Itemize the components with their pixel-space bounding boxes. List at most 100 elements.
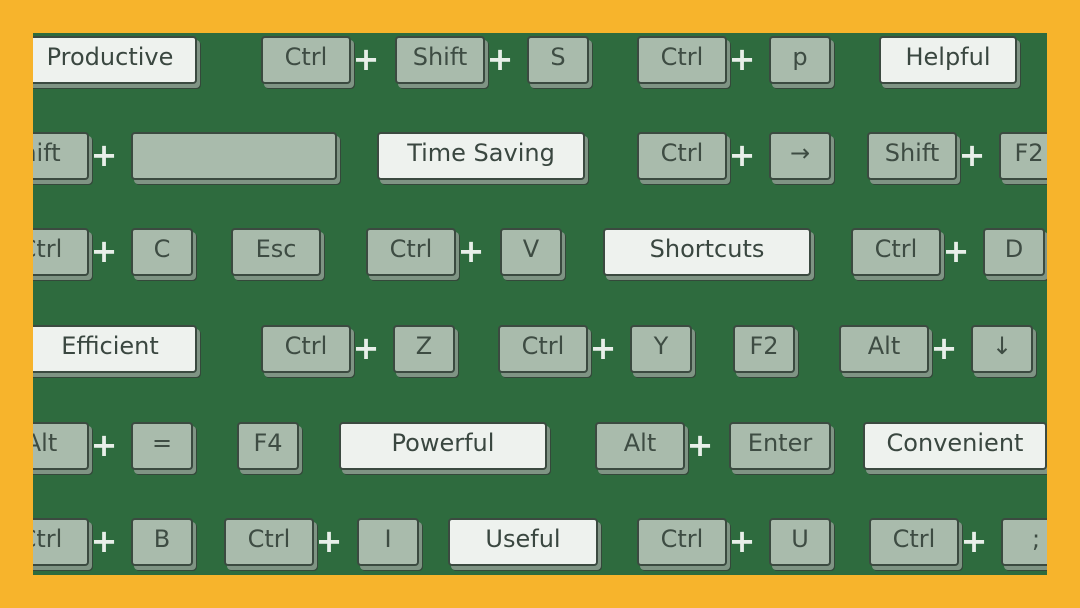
key-label: Y [653, 332, 669, 360]
key-shift: Shift [395, 36, 485, 84]
plus-sign: + [727, 522, 757, 560]
key-z: Z [393, 325, 455, 373]
key-label: F2 [1014, 139, 1044, 167]
plus-sign: + [351, 40, 381, 78]
key-v: V [500, 228, 562, 276]
plus-sign: + [959, 522, 989, 560]
key-label: I [384, 525, 392, 553]
key-symbol: ↓ [971, 325, 1033, 373]
key-label: Alt [33, 429, 58, 457]
key-symbol: = [131, 422, 193, 470]
key-label: hift [33, 139, 61, 167]
plus-label: + [90, 426, 118, 464]
key-ctrl: Ctrl [33, 518, 89, 566]
plus-label: + [315, 522, 343, 560]
key-label: Ctrl [660, 525, 704, 553]
key-i: I [357, 518, 419, 566]
key-alt: Alt [33, 422, 89, 470]
key-label: → [789, 139, 811, 167]
plus-sign: + [456, 232, 486, 270]
word-key-time-saving: Time Saving [377, 132, 585, 180]
key-ctrl: Ctrl [261, 36, 351, 84]
key-label: Alt [867, 332, 901, 360]
key-label: Ctrl [874, 235, 918, 263]
key-label: U [791, 525, 809, 553]
plus-label: + [728, 136, 756, 174]
key-label: p [792, 43, 808, 71]
plus-sign: + [727, 40, 757, 78]
key-label: = [151, 429, 173, 457]
key-ctrl: Ctrl [33, 228, 89, 276]
key-label: Ctrl [892, 525, 936, 553]
key-symbol: ; [1001, 518, 1047, 566]
key-esc: Esc [231, 228, 321, 276]
word-key-useful: Useful [448, 518, 598, 566]
key-label: Time Saving [407, 139, 555, 167]
key-label: Shift [884, 139, 940, 167]
plus-label: + [90, 136, 118, 174]
key-b: B [131, 518, 193, 566]
key-label: ↓ [991, 332, 1013, 360]
word-key-powerful: Powerful [339, 422, 547, 470]
key-y: Y [630, 325, 692, 373]
word-key-productive: Productive [33, 36, 197, 84]
key-f4: F4 [237, 422, 299, 470]
key-hift: hift [33, 132, 89, 180]
plus-label: + [958, 136, 986, 174]
key-label: ; [1031, 525, 1041, 553]
key-p: p [769, 36, 831, 84]
plus-sign: + [89, 136, 119, 174]
plus-sign: + [588, 329, 618, 367]
plus-sign: + [89, 232, 119, 270]
key-row-4: Efficient Ctrl + Z Ctrl + Y F2 Alt + ↓ [33, 325, 1047, 385]
key-label: Powerful [391, 429, 495, 457]
key-label: Ctrl [33, 235, 63, 263]
plus-label: + [90, 232, 118, 270]
key-label: Ctrl [521, 332, 565, 360]
key-label: Shortcuts [649, 235, 765, 263]
key-label: Alt [623, 429, 657, 457]
plus-label: + [930, 329, 958, 367]
plus-label: + [352, 40, 380, 78]
word-key-efficient: Efficient [33, 325, 197, 373]
key-ctrl: Ctrl [869, 518, 959, 566]
key-ctrl: Ctrl [224, 518, 314, 566]
key-label: Efficient [61, 332, 159, 360]
plus-sign: + [314, 522, 344, 560]
plus-sign: + [89, 522, 119, 560]
key-f2: F2 [733, 325, 795, 373]
word-key-convenient: Convenient [863, 422, 1047, 470]
key-ctrl: Ctrl [366, 228, 456, 276]
word-key-helpful: Helpful [879, 36, 1017, 84]
key-label: V [522, 235, 540, 263]
plus-label: + [486, 40, 514, 78]
plus-sign: + [351, 329, 381, 367]
plus-sign: + [957, 136, 987, 174]
plus-label: + [352, 329, 380, 367]
key-ctrl: Ctrl [498, 325, 588, 373]
key-enter: Enter [729, 422, 831, 470]
key-label: B [153, 525, 171, 553]
plus-sign: + [727, 136, 757, 174]
key-label: Helpful [905, 43, 991, 71]
key-u: U [769, 518, 831, 566]
key-label: Ctrl [660, 43, 704, 71]
key-label: D [1004, 235, 1024, 263]
key-label: Ctrl [284, 43, 328, 71]
key-label: Z [415, 332, 433, 360]
key-blank [131, 132, 337, 180]
key-label: Ctrl [284, 332, 328, 360]
key-ctrl: Ctrl [261, 325, 351, 373]
keyboard-board: ProductiveCtrl+Shift+SCtrl+pHelpfulhift+… [33, 33, 1047, 575]
plus-sign: + [929, 329, 959, 367]
key-label: C [153, 235, 171, 263]
plus-label: + [457, 232, 485, 270]
key-label: F4 [253, 429, 283, 457]
key-s: S [527, 36, 589, 84]
key-ctrl: Ctrl [637, 132, 727, 180]
plus-sign: + [941, 232, 971, 270]
plus-label: + [589, 329, 617, 367]
